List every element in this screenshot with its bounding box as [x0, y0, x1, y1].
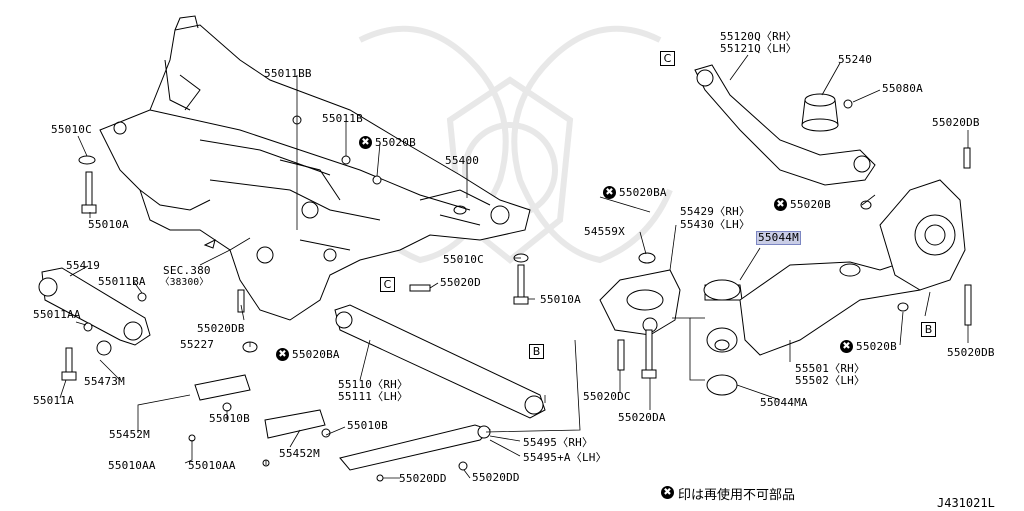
- label-55011A: 55011A: [33, 394, 74, 407]
- label-55452M-2: 55452M: [279, 447, 320, 460]
- label-55121Q-lh: 55121Q〈LH〉: [720, 42, 797, 55]
- non-reusable-mark: ✖: [661, 486, 674, 499]
- label-55010A-2: 55010A: [540, 293, 581, 306]
- non-reusable-mark: ✖: [276, 348, 289, 361]
- label-55020DC: 55020DC: [583, 390, 631, 403]
- label-55501-rh: 55501〈RH〉: [795, 362, 866, 375]
- label-55011B: 55011B: [322, 112, 363, 125]
- label-55010C-2: 55010C: [443, 253, 484, 266]
- label-55430-lh: 55430〈LH〉: [680, 218, 751, 231]
- label-55240: 55240: [838, 53, 873, 66]
- label-55473M: 55473M: [84, 375, 125, 388]
- label-55044M-highlighted[interactable]: 55044M: [756, 231, 801, 245]
- label-55020BA-2: 55020BA: [619, 186, 667, 199]
- sec380-arrow: [203, 239, 216, 249]
- label-55020DD-2: 55020DD: [472, 471, 520, 484]
- label-55452M: 55452M: [109, 428, 150, 441]
- label-55020DA: 55020DA: [618, 411, 666, 424]
- bracket-55429: [599, 269, 681, 336]
- label-55020B-3: 55020B: [856, 340, 897, 353]
- label-sec380: SEC.380: [163, 264, 211, 277]
- label-55010AA-2: 55010AA: [188, 459, 236, 472]
- bolts: [61, 99, 972, 482]
- label-55429-rh: 55429〈RH〉: [680, 205, 751, 218]
- bracket-55419: [38, 267, 151, 356]
- label-55010B-2: 55010B: [347, 419, 388, 432]
- non-reusable-mark: ✖: [603, 186, 616, 199]
- non-reusable-note: 印は再使用不可部品: [678, 488, 796, 503]
- label-55495a-lh: 55495+A〈LH〉: [523, 451, 607, 464]
- non-reusable-mark: ✖: [774, 198, 787, 211]
- label-55502-lh: 55502〈LH〉: [795, 374, 866, 387]
- knuckle: [879, 179, 966, 291]
- ref-b-box: B: [529, 344, 544, 359]
- label-55020BA: 55020BA: [292, 348, 340, 361]
- bushings-55044M: [703, 279, 743, 396]
- ref-c-box: C: [380, 277, 395, 292]
- lower-link-55110: [334, 304, 546, 419]
- label-55400: 55400: [445, 154, 480, 167]
- label-55020B: 55020B: [375, 136, 416, 149]
- label-55020D: 55020D: [440, 276, 481, 289]
- label-55227: 55227: [180, 338, 215, 351]
- leader-lines: [59, 54, 969, 479]
- diagram-code: J431021L: [937, 496, 995, 510]
- label-sec380-sub: 〈38300〉: [160, 277, 209, 288]
- ref-b-box-2: B: [921, 322, 936, 337]
- label-55011BB: 55011BB: [264, 67, 312, 80]
- label-55120Q-rh: 55120Q〈RH〉: [720, 30, 797, 43]
- non-reusable-mark: ✖: [359, 136, 372, 149]
- label-55010C: 55010C: [51, 123, 92, 136]
- label-55495-rh: 55495〈RH〉: [523, 436, 594, 449]
- label-55011BA: 55011BA: [98, 275, 146, 288]
- label-55020DD: 55020DD: [399, 472, 447, 485]
- label-55020B-2: 55020B: [790, 198, 831, 211]
- non-reusable-mark: ✖: [840, 340, 853, 353]
- upper-arm-55120Q: [694, 64, 876, 186]
- label-55011AA: 55011AA: [33, 308, 81, 321]
- label-55020DB-2: 55020DB: [932, 116, 980, 129]
- ref-c-box-2: C: [660, 51, 675, 66]
- label-55020DB-3: 55020DB: [947, 346, 995, 359]
- label-55080A: 55080A: [882, 82, 923, 95]
- label-54559X: 54559X: [584, 225, 625, 238]
- link-55495: [339, 424, 491, 471]
- label-55110-rh: 55110〈RH〉: [338, 378, 409, 391]
- label-55010B: 55010B: [209, 412, 250, 425]
- subframe-55400: [99, 15, 531, 321]
- label-55010A: 55010A: [88, 218, 129, 231]
- label-55419: 55419: [66, 259, 101, 272]
- label-55020DB: 55020DB: [197, 322, 245, 335]
- label-55044MA: 55044MA: [760, 396, 808, 409]
- shields-55452M: [194, 374, 326, 439]
- label-55111-lh: 55111〈LH〉: [338, 390, 409, 403]
- bump-stop-55240: [801, 93, 839, 132]
- label-55010AA: 55010AA: [108, 459, 156, 472]
